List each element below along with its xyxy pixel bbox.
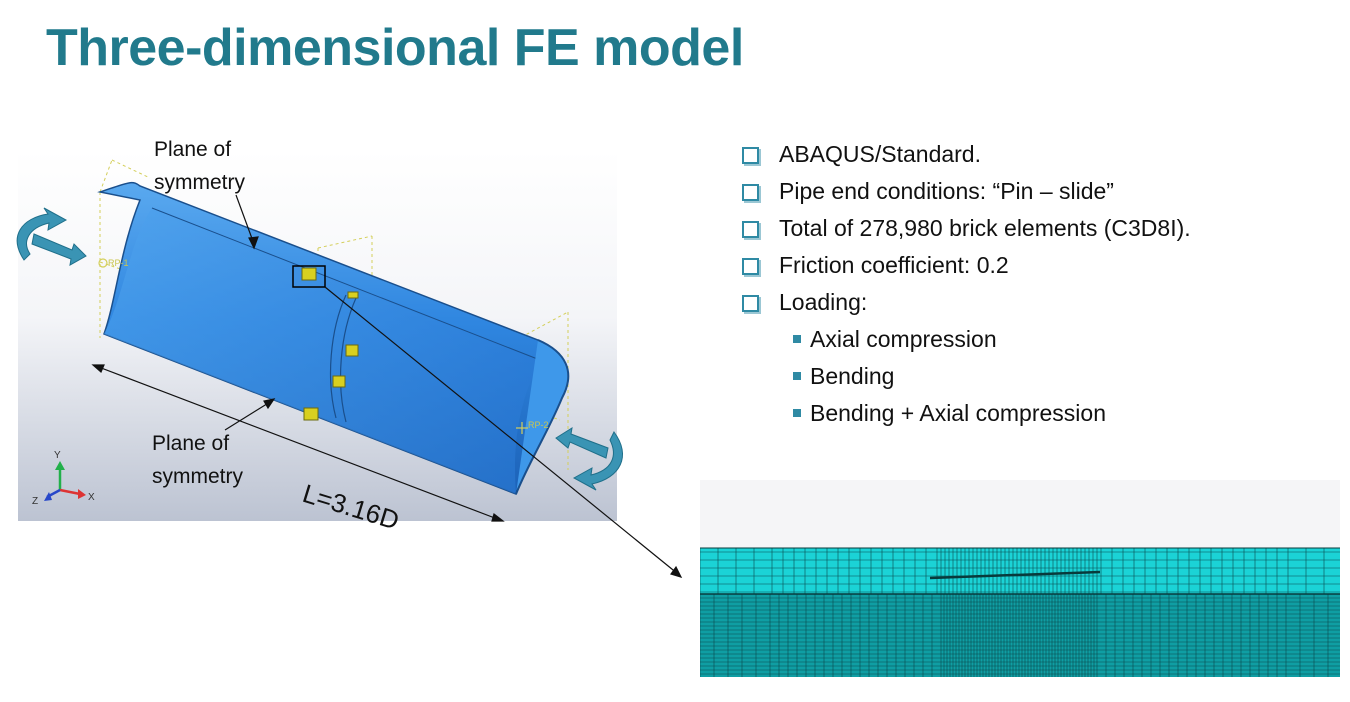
axis-triad (44, 461, 86, 501)
plane-of-symmetry-top-label: Plane of symmetry (154, 138, 245, 194)
sub-bullet-list: Axial compression Bending Bending + Axia… (779, 321, 1191, 432)
loading-arrow-left (16, 207, 87, 266)
mesh-grid (700, 547, 1340, 677)
bullet-list: ABAQUS/Standard. Pipe end conditions: “P… (742, 136, 1191, 426)
checkbox-bullet-icon (742, 147, 759, 164)
bullet-item: Friction coefficient: 0.2 (742, 247, 1191, 284)
length-dimension (91, 364, 505, 522)
axis-x-label: X (88, 492, 95, 503)
checkbox-bullet-icon (742, 258, 759, 275)
rp2-label: RP-2 (528, 420, 549, 430)
axis-z-label: Z (32, 496, 38, 507)
constraint-markers (301, 267, 359, 421)
pipe-model (97, 181, 570, 495)
bullet-item: Pipe end conditions: “Pin – slide” (742, 173, 1191, 210)
mesh-detail-view (700, 480, 1340, 677)
sub-bullet-item: Bending (742, 358, 1191, 395)
sub-bullet-item: Bending + Axial compression (742, 395, 1191, 432)
callout-arrows (224, 194, 683, 578)
checkbox-bullet-icon (742, 184, 759, 201)
plane-of-symmetry-bottom-label: Plane of symmetry (152, 432, 243, 488)
mesh-lower-layer (700, 594, 1340, 677)
reference-points (98, 258, 528, 434)
checkbox-bullet-icon (742, 295, 759, 312)
square-bullet-icon (793, 335, 801, 343)
checkbox-bullet-icon (742, 221, 759, 238)
square-bullet-icon (793, 409, 801, 417)
sub-bullet-item: Axial compression (742, 321, 1191, 358)
mesh-upper-layer (700, 548, 1340, 594)
axis-y-label: Y (54, 450, 61, 461)
loading-arrow-right (555, 426, 623, 491)
zoom-box (292, 265, 326, 288)
slide-title: Three-dimensional FE model (46, 19, 744, 77)
bullet-item: Loading: Axial compression Bending Bendi… (742, 284, 1191, 426)
rp1-label: RP-1 (108, 258, 129, 268)
bullet-item: Total of 278,980 brick elements (C3D8I). (742, 210, 1191, 247)
bullet-item: ABAQUS/Standard. (742, 136, 1191, 173)
square-bullet-icon (793, 372, 801, 380)
